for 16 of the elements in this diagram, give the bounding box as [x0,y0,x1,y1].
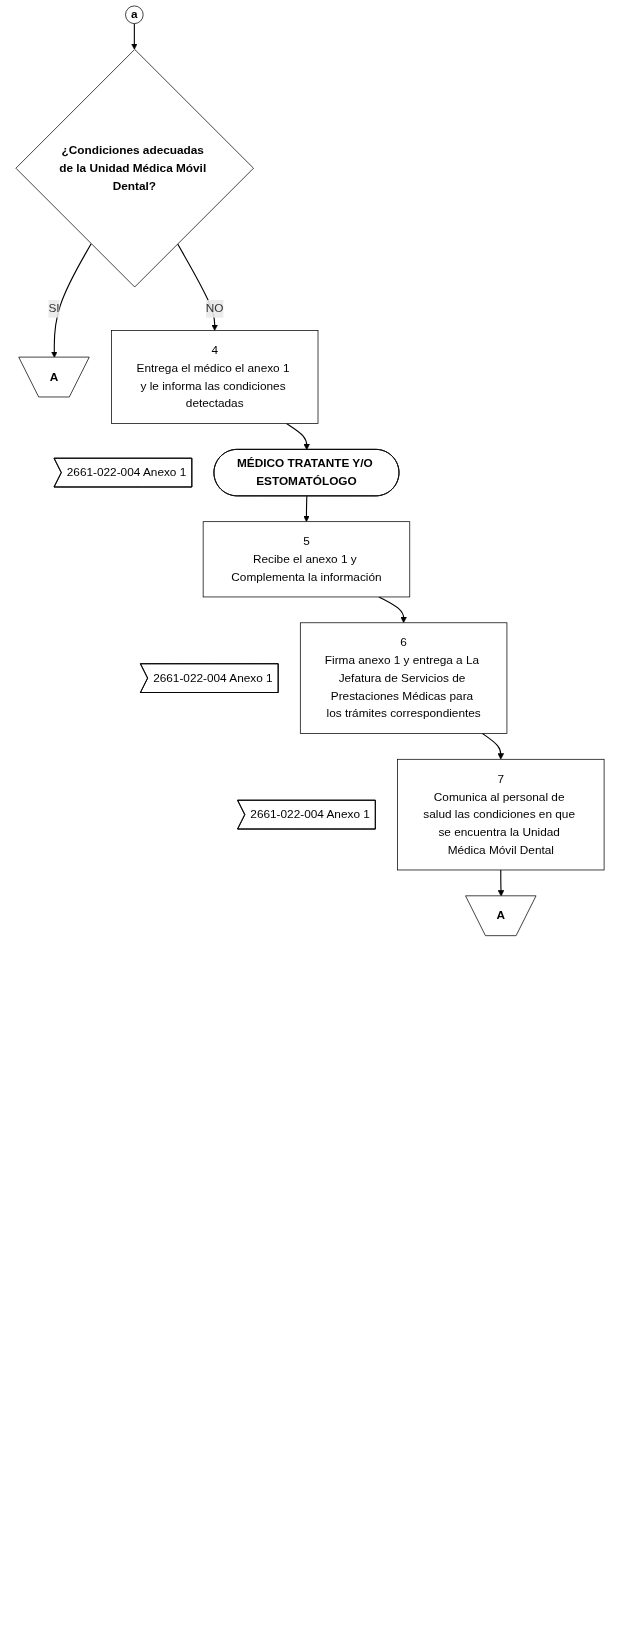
arrow [481,732,505,760]
arrow [378,596,407,624]
node-box: 7 Comunica al personal de salud las condiciones en que se encuentra la Unidad Médica Móvil Dental [397,758,605,871]
node-box: 6 Firma anexo 1 y entrega a La Jefatura de Servicios de Prestaciones Médicas para los trámites correspondientes [299,622,508,734]
edge-label: SI [48,302,60,315]
arrow [285,423,310,451]
arrow [303,495,310,522]
arrow [497,869,505,897]
node-circle: a [125,5,144,24]
edge-label: NO [205,302,224,315]
node-box: 4 Entrega el médico el anexo 1 y le informa las condiciones detectadas [111,330,319,424]
node-diamond: ¿Condiciones adecuadas de la Unidad Médica Móvil Dental? [15,49,254,288]
arrow [131,23,138,50]
arrow [177,243,218,331]
arrow [51,243,92,358]
node-box: 5 Recibe el anexo 1 y Complementa la información [202,521,411,598]
